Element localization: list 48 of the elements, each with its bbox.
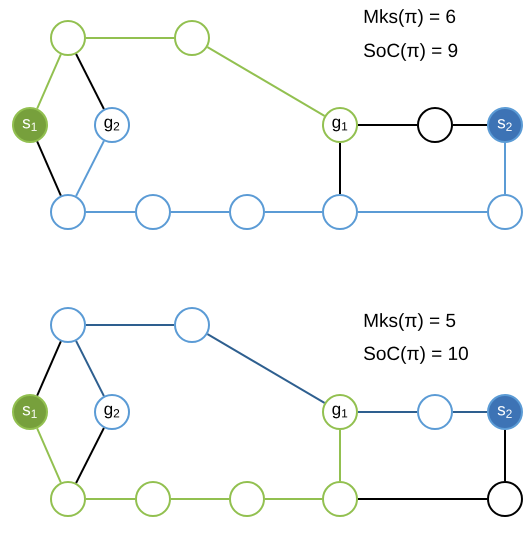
edge-line bbox=[358, 411, 417, 413]
edge-line bbox=[171, 211, 229, 213]
empty-node-circle bbox=[50, 307, 86, 343]
empty-node-circle bbox=[50, 481, 86, 517]
edge-line bbox=[358, 124, 417, 126]
empty-node-circle bbox=[487, 194, 523, 230]
edge-line bbox=[36, 141, 62, 196]
metric-label: SoC(π) = 9 bbox=[364, 43, 458, 61]
edge-line bbox=[75, 54, 105, 110]
empty-node-circle bbox=[174, 307, 210, 343]
metric-label: Mks(π) = 5 bbox=[364, 313, 456, 331]
empty-node-circle bbox=[417, 107, 453, 143]
edge-line bbox=[36, 341, 62, 396]
edge-line bbox=[453, 124, 487, 126]
empty-node-circle bbox=[50, 194, 86, 230]
edge-line bbox=[75, 340, 105, 396]
empty-node-circle bbox=[229, 194, 265, 230]
edge-line bbox=[265, 211, 322, 213]
edge-line bbox=[75, 140, 105, 196]
edge-line bbox=[207, 333, 325, 404]
empty-node-circle bbox=[417, 394, 453, 430]
empty-node-circle bbox=[50, 20, 86, 56]
edge-line bbox=[36, 54, 62, 109]
edge-line bbox=[265, 498, 322, 500]
empty-node-circle bbox=[135, 481, 171, 517]
edge-line bbox=[171, 498, 229, 500]
edge-line bbox=[75, 428, 105, 484]
metric-label: Mks(π) = 6 bbox=[364, 9, 456, 27]
edge-line bbox=[36, 428, 62, 483]
edge-line bbox=[504, 430, 506, 481]
edge-line bbox=[358, 211, 487, 213]
edge-line bbox=[86, 498, 135, 500]
edge-line bbox=[358, 498, 487, 500]
edge-line bbox=[86, 37, 174, 39]
edge-line bbox=[86, 211, 135, 213]
empty-node-circle bbox=[174, 20, 210, 56]
edge-line bbox=[453, 411, 487, 413]
metric-label: SoC(π) = 10 bbox=[364, 346, 468, 364]
edge-line bbox=[339, 430, 341, 481]
empty-node-circle bbox=[135, 194, 171, 230]
edge-line bbox=[207, 46, 325, 117]
edge-line bbox=[504, 143, 506, 194]
empty-node-circle bbox=[322, 481, 358, 517]
edge-line bbox=[339, 143, 341, 194]
empty-node-circle bbox=[487, 481, 523, 517]
edge-line bbox=[86, 324, 174, 326]
empty-node-circle bbox=[229, 481, 265, 517]
empty-node-circle bbox=[322, 194, 358, 230]
